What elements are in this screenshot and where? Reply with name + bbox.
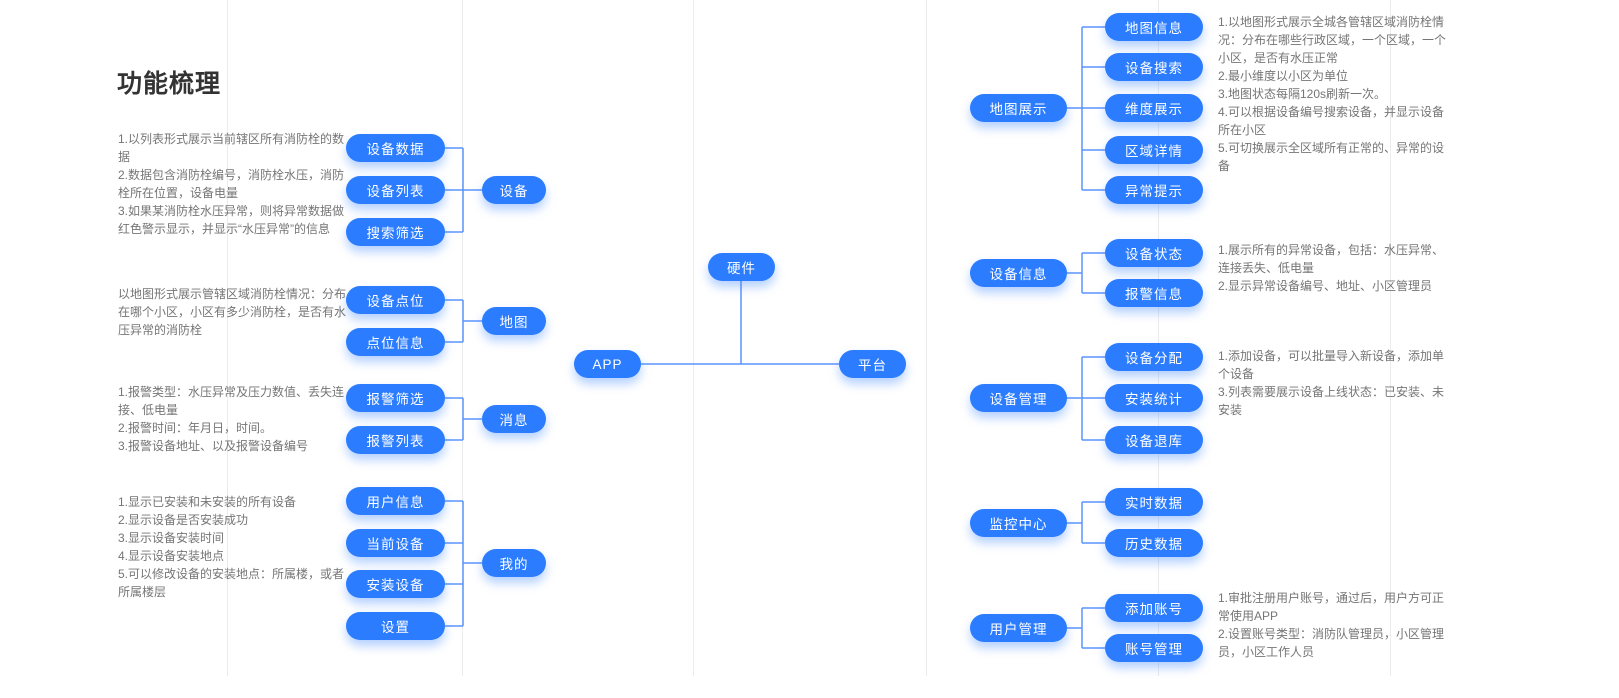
column-gridline <box>227 0 228 676</box>
node-map[interactable]: 地图 <box>482 307 546 335</box>
node-realtime-data[interactable]: 实时数据 <box>1105 488 1203 516</box>
node-device-data[interactable]: 设备数据 <box>346 134 445 162</box>
column-gridline <box>462 0 463 676</box>
note-install: 1.显示已安装和未安装的所有设备 2.显示设备是否安装成功 3.显示设备安装时间… <box>118 495 345 599</box>
node-add-account[interactable]: 添加账号 <box>1105 594 1203 622</box>
node-map-info[interactable]: 地图信息 <box>1105 13 1203 41</box>
note-user-manage: 1.审批注册用户账号，通过后，用户方可正 常使用APP 2.设置账号类型：消防队… <box>1218 591 1445 659</box>
node-region-detail[interactable]: 区域详情 <box>1105 136 1203 164</box>
node-install-device[interactable]: 安装设备 <box>346 570 445 598</box>
node-dimension-display[interactable]: 维度展示 <box>1105 94 1203 122</box>
note-map-display: 1.以地图形式展示全城各管辖区域消防栓情 况：分布在哪些行政区域，一个区域，一个… <box>1218 15 1447 173</box>
note-device-info: 1.展示所有的异常设备，包括：水压异常、 连接丢失、低电量 2.显示异常设备编号… <box>1218 243 1445 293</box>
node-device[interactable]: 设备 <box>482 176 546 204</box>
node-settings[interactable]: 设置 <box>346 612 445 640</box>
node-user-manage[interactable]: 用户管理 <box>970 614 1067 642</box>
node-abnormal-alert[interactable]: 异常提示 <box>1105 176 1203 204</box>
node-map-display[interactable]: 地图展示 <box>970 94 1067 122</box>
node-message[interactable]: 消息 <box>482 405 546 433</box>
node-platform[interactable]: 平台 <box>839 350 906 378</box>
node-install-stats[interactable]: 安装统计 <box>1105 384 1203 412</box>
column-gridline <box>1390 0 1391 676</box>
node-monitor-center[interactable]: 监控中心 <box>970 509 1067 537</box>
node-search-filter[interactable]: 搜索筛选 <box>346 218 445 246</box>
node-alarm-info[interactable]: 报警信息 <box>1105 279 1203 307</box>
page-title: 功能梳理 <box>117 70 222 98</box>
note-device-list: 1.以列表形式展示当前辖区所有消防栓的数 据 2.数据包含消防栓编号，消防栓水压… <box>118 132 345 236</box>
node-device-list[interactable]: 设备列表 <box>346 176 445 204</box>
node-hardware[interactable]: 硬件 <box>708 253 775 281</box>
node-device-point[interactable]: 设备点位 <box>346 286 445 314</box>
node-device-status[interactable]: 设备状态 <box>1105 239 1203 267</box>
column-gridline <box>1158 0 1159 676</box>
node-user-info[interactable]: 用户信息 <box>346 487 445 515</box>
note-alarm: 1.报警类型：水压异常及压力数值、丢失连 接、低电量 2.报警时间：年月日，时间… <box>118 385 345 453</box>
node-device-search[interactable]: 设备搜索 <box>1105 53 1203 81</box>
node-alarm-filter[interactable]: 报警筛选 <box>346 384 445 412</box>
column-gridline <box>693 0 694 676</box>
node-device-info[interactable]: 设备信息 <box>970 259 1067 287</box>
note-device-manage: 1.添加设备，可以批量导入新设备，添加单 个设备 3.列表需要展示设备上线状态：… <box>1218 349 1445 417</box>
node-app[interactable]: APP <box>574 350 641 378</box>
node-account-manage[interactable]: 账号管理 <box>1105 634 1203 662</box>
node-device-assign[interactable]: 设备分配 <box>1105 343 1203 371</box>
column-gridline <box>926 0 927 676</box>
node-history-data[interactable]: 历史数据 <box>1105 529 1203 557</box>
node-point-info[interactable]: 点位信息 <box>346 328 445 356</box>
node-device-return[interactable]: 设备退库 <box>1105 426 1203 454</box>
node-device-manage[interactable]: 设备管理 <box>970 384 1067 412</box>
node-mine[interactable]: 我的 <box>482 549 546 577</box>
note-map: 以地图形式展示管辖区域消防栓情况：分布 在哪个小区，小区有多少消防栓，是否有水 … <box>118 287 347 337</box>
node-current-device[interactable]: 当前设备 <box>346 529 445 557</box>
node-alarm-list[interactable]: 报警列表 <box>346 426 445 454</box>
